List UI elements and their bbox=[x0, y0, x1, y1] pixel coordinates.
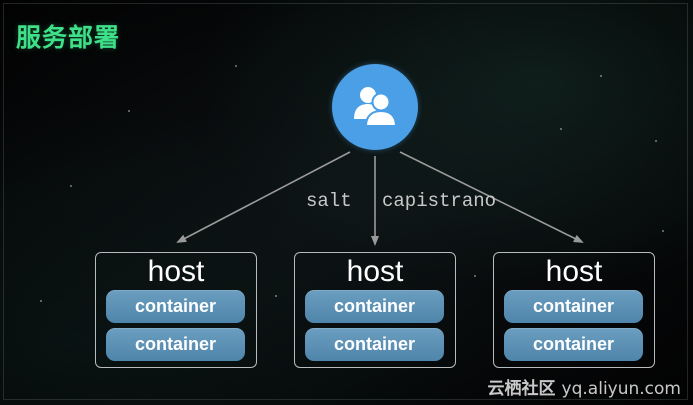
star-dot bbox=[600, 75, 602, 77]
star-dot bbox=[655, 140, 657, 142]
watermark-url: yq.aliyun.com bbox=[561, 379, 681, 399]
slide-title: 服务部署 bbox=[16, 23, 121, 52]
watermark-brand: 云栖社区 bbox=[487, 379, 556, 399]
users-icon bbox=[354, 87, 398, 127]
star-dot bbox=[40, 300, 42, 302]
arrow-to-host-3 bbox=[399, 151, 584, 243]
star-dot bbox=[128, 110, 130, 112]
container-block: container bbox=[504, 328, 643, 361]
star-dot bbox=[662, 230, 664, 232]
host-label: host bbox=[147, 255, 205, 288]
star-dot bbox=[70, 185, 72, 187]
star-dot bbox=[275, 295, 277, 297]
edge-label-salt: salt bbox=[306, 190, 352, 212]
host-box-2: host container container bbox=[294, 252, 456, 368]
arrow-to-host-1 bbox=[176, 151, 351, 243]
host-label: host bbox=[545, 255, 603, 288]
star-dot bbox=[474, 275, 476, 277]
host-label: host bbox=[346, 255, 404, 288]
host-box-3: host container container bbox=[493, 252, 655, 368]
users-node bbox=[332, 64, 418, 150]
container-block: container bbox=[305, 290, 444, 323]
host-box-1: host container container bbox=[95, 252, 257, 368]
edge-label-capistrano: capistrano bbox=[382, 190, 497, 212]
container-block: container bbox=[504, 290, 643, 323]
container-block: container bbox=[106, 328, 245, 361]
star-dot bbox=[235, 65, 237, 67]
container-block: container bbox=[305, 328, 444, 361]
container-block: container bbox=[106, 290, 245, 323]
star-dot bbox=[560, 128, 562, 130]
